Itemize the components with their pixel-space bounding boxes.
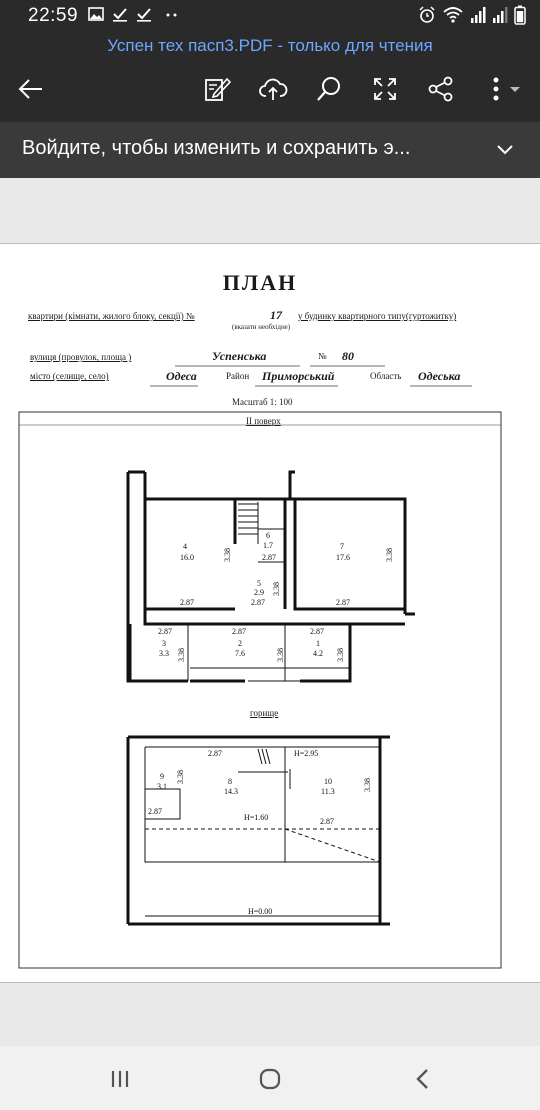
search-icon bbox=[317, 77, 340, 101]
back-button[interactable] bbox=[16, 74, 46, 104]
room-3-num: 3 bbox=[162, 639, 166, 648]
wifi-icon bbox=[443, 7, 463, 23]
status-time: 22:59 bbox=[28, 5, 79, 26]
more-vertical-icon bbox=[493, 77, 520, 101]
chevron-down-icon[interactable] bbox=[494, 138, 516, 160]
dim-10-height: 3.38 bbox=[363, 778, 372, 792]
specify-note: (вказати необхідне) bbox=[232, 323, 291, 331]
dim-9-height: 3.38 bbox=[176, 770, 185, 784]
apartment-label: квартири (кімнати, жилого блоку, секції)… bbox=[28, 311, 195, 321]
dim-2-width: 2.87 bbox=[232, 627, 246, 636]
dim-1-width: 2.87 bbox=[310, 627, 324, 636]
upload-button[interactable] bbox=[258, 74, 288, 104]
house-value: 80 bbox=[342, 349, 354, 363]
city-value: Одеса bbox=[166, 369, 197, 383]
scale-label: Масштаб 1: 100 bbox=[232, 397, 293, 407]
room-4-num: 4 bbox=[183, 542, 187, 551]
room-10-area: 11.3 bbox=[321, 787, 335, 796]
room-7-num: 7 bbox=[340, 542, 344, 551]
share-icon bbox=[428, 76, 453, 102]
signal-icon bbox=[471, 7, 486, 23]
recents-button[interactable] bbox=[105, 1064, 135, 1094]
check-icon bbox=[113, 8, 127, 22]
room-3-area: 3.3 bbox=[159, 649, 169, 658]
room-7-area: 17.6 bbox=[336, 553, 350, 562]
dim-4-width: 2.87 bbox=[180, 598, 194, 607]
attic-height-top: H=2.95 bbox=[294, 749, 318, 758]
pdf-page[interactable]: ПЛАН квартири (кімнати, жилого блоку, се… bbox=[0, 243, 540, 983]
status-bar: 22:59 bbox=[0, 0, 540, 32]
room-9-area: 3.1 bbox=[157, 782, 167, 791]
room-6-area: 1.7 bbox=[263, 541, 273, 550]
alarm-icon bbox=[419, 6, 435, 23]
more-dots-icon bbox=[166, 13, 177, 17]
dim-5-width: 2.87 bbox=[251, 598, 265, 607]
room-6-num: 6 bbox=[266, 531, 270, 540]
room-10-num: 10 bbox=[324, 777, 332, 786]
home-button[interactable] bbox=[255, 1064, 285, 1094]
app-header: Успен тех пасп3.PDF - только для чтения bbox=[0, 32, 540, 122]
apartment-number: 17 bbox=[270, 308, 282, 322]
dim-3-height: 3.38 bbox=[177, 648, 186, 662]
check-icon bbox=[137, 8, 151, 22]
dim-7-width: 2.87 bbox=[336, 598, 350, 607]
fullscreen-button[interactable] bbox=[370, 74, 400, 104]
dim-9-width: 2.87 bbox=[148, 807, 162, 816]
floor-label: II поверх bbox=[246, 416, 281, 426]
status-right-icons bbox=[418, 5, 526, 25]
room-1-num: 1 bbox=[316, 639, 320, 648]
share-button[interactable] bbox=[426, 74, 456, 104]
room-5-num: 5 bbox=[257, 579, 261, 588]
sign-in-banner[interactable]: Войдите, чтобы изменить и сохранить э... bbox=[0, 122, 540, 178]
room-1-area: 4.2 bbox=[313, 649, 323, 658]
dim-2-height: 3.38 bbox=[276, 648, 285, 662]
room-9-num: 9 bbox=[160, 772, 164, 781]
dim-7-height: 3.38 bbox=[385, 548, 394, 562]
home-icon bbox=[259, 1068, 281, 1090]
region-label: Область bbox=[370, 371, 402, 381]
image-icon bbox=[88, 7, 104, 21]
fullscreen-icon bbox=[374, 78, 396, 100]
room-5-area: 2.9 bbox=[254, 588, 264, 597]
back-arrow-icon bbox=[18, 79, 42, 99]
cloud-upload-icon bbox=[259, 78, 288, 100]
dim-4-height: 3.38 bbox=[223, 548, 232, 562]
edit-icon bbox=[205, 77, 232, 101]
dim-6-width: 2.87 bbox=[262, 553, 276, 562]
city-label: місто (селище, село) bbox=[30, 371, 109, 381]
back-icon bbox=[416, 1069, 428, 1089]
region-value: Одеська bbox=[418, 369, 461, 383]
street-value: Успенська bbox=[212, 349, 267, 363]
dim-3-width: 2.87 bbox=[158, 627, 172, 636]
dim-1-height: 3.38 bbox=[336, 648, 345, 662]
attic-label: горище bbox=[250, 708, 279, 718]
nav-back-button[interactable] bbox=[408, 1064, 438, 1094]
district-value: Приморський bbox=[262, 369, 335, 383]
building-type-label: у будинку квартирного типу(гуртожитку) bbox=[298, 311, 457, 321]
dim-10-width: 2.87 bbox=[320, 817, 334, 826]
search-button[interactable] bbox=[314, 74, 344, 104]
recents-icon bbox=[111, 1071, 129, 1087]
more-options-button[interactable] bbox=[484, 74, 526, 104]
document-title: Успен тех пасп3.PDF - только для чтения bbox=[107, 36, 433, 55]
room-8-num: 8 bbox=[228, 777, 232, 786]
district-label: Район bbox=[226, 371, 250, 381]
room-2-num: 2 bbox=[238, 639, 242, 648]
street-label: вулиця (провулок, площа ) bbox=[30, 352, 132, 362]
banner-text: Войдите, чтобы изменить и сохранить э... bbox=[22, 137, 411, 159]
room-4-area: 16.0 bbox=[180, 553, 194, 562]
floor-plan-drawing: 4 16.0 6 1.7 2.87 7 17.6 5 2.9 2.87 2.87… bbox=[18, 365, 502, 969]
room-2-area: 7.6 bbox=[235, 649, 245, 658]
plan-title: ПЛАН bbox=[222, 270, 298, 295]
attic-height-floor: H=0.00 bbox=[248, 907, 272, 916]
dim-attic-width: 2.87 bbox=[208, 749, 222, 758]
dim-5-height: 3.38 bbox=[272, 582, 281, 596]
attic-height-mid: H=1.60 bbox=[244, 813, 268, 822]
system-nav-bar bbox=[0, 1046, 540, 1110]
signal-icon bbox=[493, 7, 508, 23]
edit-button[interactable] bbox=[202, 74, 232, 104]
room-8-area: 14.3 bbox=[224, 787, 238, 796]
battery-icon bbox=[514, 5, 526, 25]
house-label: № bbox=[318, 351, 327, 361]
